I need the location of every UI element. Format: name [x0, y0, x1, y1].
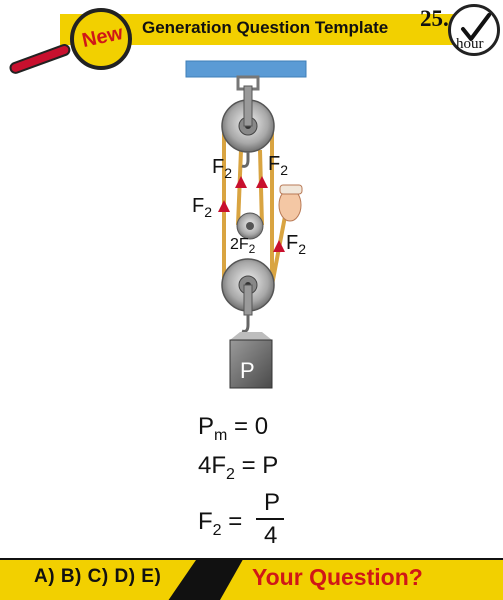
force-label: F2	[212, 156, 233, 181]
force-label: F2	[286, 232, 307, 257]
force-label: F2	[192, 195, 213, 220]
answers-panel	[0, 560, 196, 600]
fraction-denominator: 4	[264, 522, 278, 549]
equation-3-left: F2 =	[198, 508, 243, 539]
clock-unit: hour	[456, 36, 484, 52]
question-panel	[220, 560, 503, 600]
top-pulley	[221, 85, 275, 168]
pulley-force-label: 2F2	[230, 236, 256, 257]
force-arrows	[218, 176, 285, 252]
clock-number: 25.	[420, 6, 449, 31]
equation-1: Pm = 0	[198, 413, 269, 444]
clock-icon	[448, 4, 500, 56]
fraction-numerator: P	[264, 489, 281, 516]
checkmark-icon	[461, 13, 491, 41]
bottom-pulley	[221, 258, 275, 333]
your-question-label: Your Question?	[252, 564, 423, 590]
fraction-bar	[256, 518, 284, 520]
middle-pulley	[236, 212, 264, 240]
weight-label: P	[240, 358, 255, 383]
weight-block	[229, 332, 273, 389]
magnifier-icon	[70, 8, 132, 70]
equation-2: 4F2 = P	[198, 452, 279, 483]
page-title: Generation Question Template	[142, 18, 389, 37]
ceiling-beam	[185, 60, 307, 78]
answer-options: A) B) C) D) E)	[34, 566, 162, 587]
force-label: F2	[268, 153, 289, 178]
hand-icon	[278, 184, 303, 222]
